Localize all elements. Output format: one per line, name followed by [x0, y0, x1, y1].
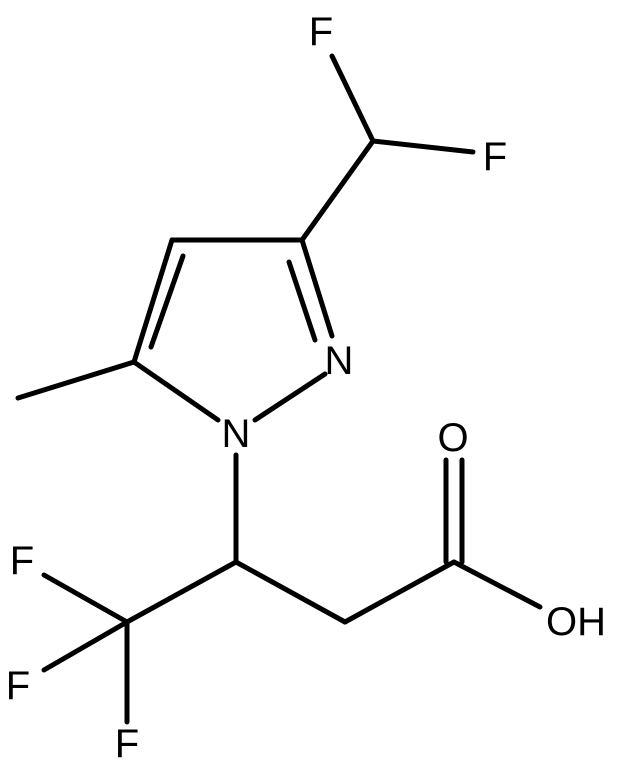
bond-cf3-f-upper — [41, 572, 130, 625]
bond-c3-n2 — [299, 237, 335, 339]
bond-chf2-f-top — [329, 53, 376, 144]
atom-n1: N — [222, 412, 251, 456]
bond-c5-methyl — [15, 359, 137, 401]
atom-f-cf3-upper: F — [10, 539, 34, 583]
bond-c3-chf2 — [299, 138, 376, 243]
atom-f-cf3-bottom: F — [115, 722, 139, 766]
bond-ch2-cooh — [342, 559, 457, 625]
bond-c5-c4-inner — [148, 253, 186, 350]
bond-c3-n2-inner — [286, 259, 318, 343]
atom-f-top: F — [309, 10, 333, 54]
bond-n1-c5 — [131, 359, 221, 423]
atom-f-cf3-lower: F — [6, 664, 30, 708]
bond-ch-ch2 — [233, 559, 348, 625]
bond-chf2-f-right — [370, 138, 476, 155]
bond-c-oh — [451, 559, 543, 610]
atom-n2: N — [325, 339, 354, 383]
bond-ch-cf3 — [124, 559, 239, 625]
bond-n2-n1 — [252, 371, 328, 423]
atom-f-right: F — [483, 135, 507, 179]
bond-cf3-f-lower — [41, 619, 130, 673]
atom-oh: OH — [546, 600, 606, 644]
atom-o-carbonyl: O — [437, 416, 468, 460]
bond-c5-c4 — [131, 237, 175, 365]
